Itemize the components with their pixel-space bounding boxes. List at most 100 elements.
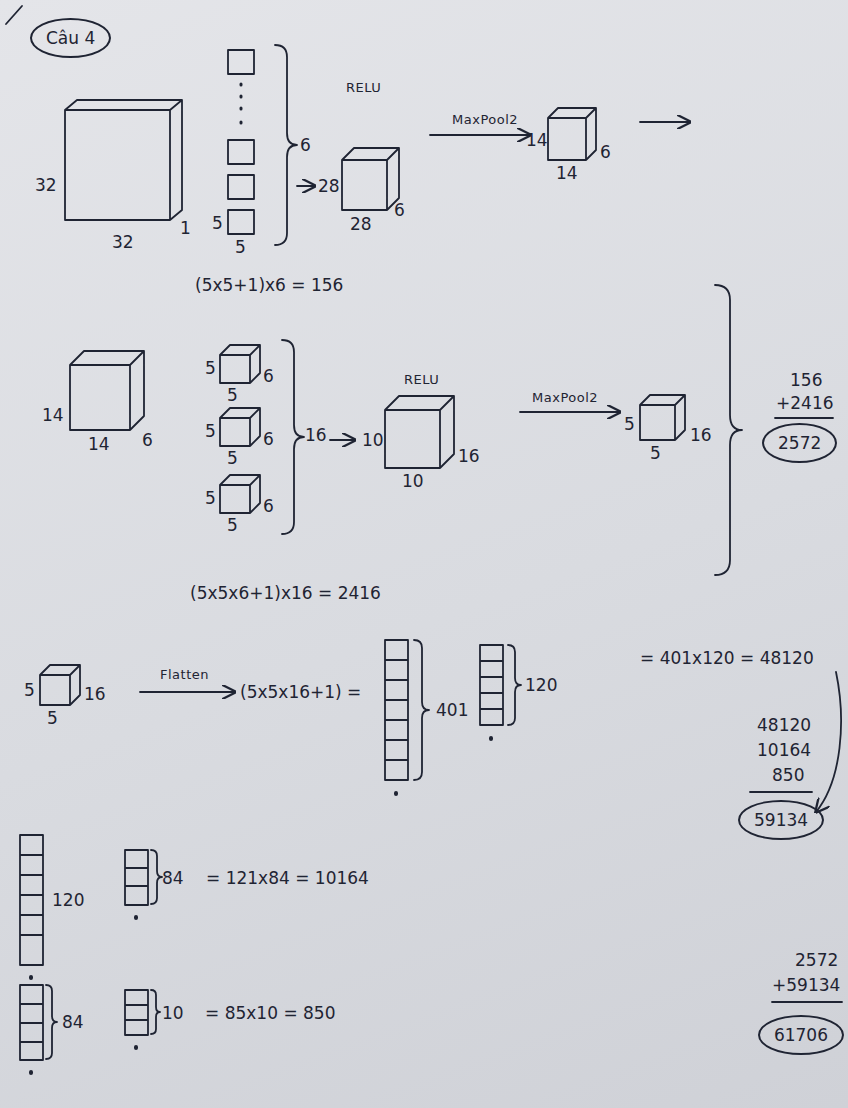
ellipsis-dots bbox=[240, 84, 243, 123]
filter-cube bbox=[220, 475, 260, 513]
equation: = 85x10 = 850 bbox=[205, 1003, 335, 1023]
vector bbox=[125, 850, 148, 905]
dimension-label: 5 bbox=[624, 414, 635, 434]
brace bbox=[414, 640, 429, 780]
filter-cube bbox=[220, 408, 260, 446]
dimension-label: 6 bbox=[263, 429, 274, 449]
dimension-label: 5 bbox=[235, 237, 246, 257]
dimension-label: 28 bbox=[350, 214, 372, 234]
vector bbox=[125, 990, 148, 1035]
circled-total: 59134 bbox=[738, 800, 824, 840]
vector bbox=[20, 985, 43, 1060]
dimension-label: 14 bbox=[88, 434, 110, 454]
leader-arrow bbox=[816, 672, 841, 812]
brace bbox=[508, 645, 521, 725]
dimension-label: 6 bbox=[600, 142, 611, 162]
sum-line bbox=[775, 417, 833, 419]
node-text: 2572 bbox=[778, 433, 821, 453]
brace bbox=[275, 45, 297, 245]
vector bbox=[480, 645, 503, 725]
dimension-label: 156 bbox=[790, 370, 822, 390]
dimension-label: 5 bbox=[205, 358, 216, 378]
sum-line bbox=[750, 791, 812, 793]
dimension-label: 84 bbox=[62, 1012, 84, 1032]
node-text: Câu 4 bbox=[46, 28, 95, 48]
feature-cube bbox=[40, 665, 80, 705]
feature-cube bbox=[548, 108, 596, 160]
dimension-label: 84 bbox=[162, 868, 184, 888]
dimension-label: 28 bbox=[318, 176, 340, 196]
dimension-label: 10164 bbox=[757, 740, 811, 760]
dimension-label: 5 bbox=[650, 443, 661, 463]
dimension-label: 6 bbox=[300, 135, 311, 155]
brace bbox=[282, 340, 304, 534]
equation: = 121x84 = 10164 bbox=[206, 868, 369, 888]
bias-dot bbox=[396, 738, 491, 794]
question-badge: Câu 4 bbox=[30, 18, 111, 58]
arrow bbox=[140, 691, 235, 693]
sum-line bbox=[772, 1001, 842, 1003]
arrow bbox=[520, 411, 620, 413]
equation: (5x5x6+1)x16 = 2416 bbox=[190, 583, 381, 603]
dimension-label: +59134 bbox=[772, 975, 840, 995]
dimension-label: 16 bbox=[305, 425, 327, 445]
arrow bbox=[430, 134, 530, 136]
dimension-label: 5 bbox=[24, 680, 35, 700]
dimension-label: 120 bbox=[52, 890, 84, 910]
dimension-label: 32 bbox=[112, 232, 134, 252]
dimension-label: 5 bbox=[212, 213, 223, 233]
dimension-label: 6 bbox=[142, 430, 153, 450]
feature-cube bbox=[342, 148, 399, 210]
dimension-label: 16 bbox=[458, 446, 480, 466]
dimension-label: +2416 bbox=[776, 393, 834, 413]
dimension-label: 5 bbox=[227, 385, 238, 405]
dimension-label: 6 bbox=[263, 496, 274, 516]
vector bbox=[385, 640, 408, 780]
feature-cube bbox=[385, 396, 454, 468]
dimension-label: 14 bbox=[526, 130, 548, 150]
dimension-label: RELU bbox=[404, 370, 439, 390]
node-text: 61706 bbox=[774, 1025, 828, 1045]
dimension-label: 14 bbox=[42, 405, 64, 425]
dimension-label: 10 bbox=[162, 1003, 184, 1023]
equation: = 401x120 = 48120 bbox=[640, 648, 814, 668]
dimension-label: 10 bbox=[402, 471, 424, 491]
circled-total: 2572 bbox=[762, 423, 837, 463]
arrow bbox=[297, 185, 315, 187]
dimension-label: 14 bbox=[556, 163, 578, 183]
dimension-label: 850 bbox=[772, 765, 804, 785]
bias-dot bbox=[31, 1047, 136, 1073]
dimension-label: 401 bbox=[436, 700, 468, 720]
bias-dot bbox=[31, 917, 136, 978]
dimension-label: 2572 bbox=[795, 950, 838, 970]
brace bbox=[46, 985, 57, 1059]
dimension-label: 5 bbox=[227, 448, 238, 468]
dimension-label: 1 bbox=[180, 218, 191, 238]
dimension-label: 48120 bbox=[757, 715, 811, 735]
circled-total: 61706 bbox=[758, 1015, 844, 1055]
dimension-label: 5 bbox=[205, 421, 216, 441]
vector bbox=[20, 835, 43, 965]
dimension-label: 16 bbox=[690, 425, 712, 445]
brace bbox=[151, 990, 160, 1034]
dimension-label: 5 bbox=[47, 708, 58, 728]
brace bbox=[151, 850, 162, 904]
filter-cube bbox=[220, 345, 260, 383]
filter-squares bbox=[228, 50, 254, 234]
equation: (5x5+1)x6 = 156 bbox=[195, 275, 343, 295]
feature-cube bbox=[70, 351, 144, 430]
dimension-label: 6 bbox=[263, 366, 274, 386]
dimension-label: RELU bbox=[346, 78, 381, 98]
dimension-label: 5 bbox=[227, 515, 238, 535]
dimension-label: 5 bbox=[205, 488, 216, 508]
equation: MaxPool2 bbox=[452, 110, 518, 130]
arrow bbox=[640, 121, 690, 123]
dimension-label: 32 bbox=[35, 175, 57, 195]
pen-stroke bbox=[6, 6, 22, 24]
equation: (5x5x16+1) = bbox=[240, 682, 361, 702]
feature-cube bbox=[640, 395, 685, 440]
dimension-label: 10 bbox=[362, 430, 384, 450]
dimension-label: 120 bbox=[525, 675, 557, 695]
